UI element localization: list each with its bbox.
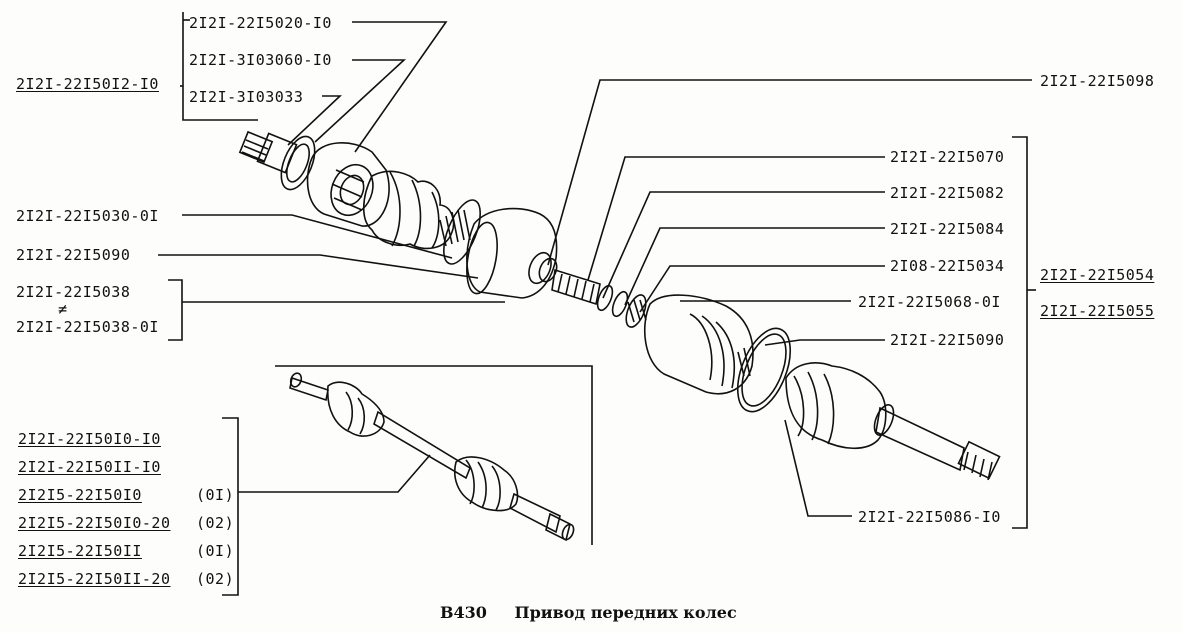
part-label: 2I2I-3I03060-I0 xyxy=(189,51,332,69)
assembly-part: 2I2I5-22I50I0-20 xyxy=(18,514,171,532)
part-label: 2I2I-22I5090 xyxy=(16,246,131,264)
assembly-note: (02) xyxy=(196,570,235,588)
assembly-note: (0I) xyxy=(196,486,235,504)
assembly-note: (02) xyxy=(196,514,235,532)
part-label: 2I2I-22I5084 xyxy=(890,220,1005,238)
part-label: 2I2I-22I5038 xyxy=(16,283,131,301)
part-label: 2I2I-22I5068-0I xyxy=(858,293,1001,311)
not-equal-sign: ≠ xyxy=(58,300,68,318)
part-label: 2I2I-22I5055 xyxy=(1040,302,1155,320)
assembly-part: 2I2I5-22I50II-20 xyxy=(18,570,171,588)
part-label: 2I2I-22I5086-I0 xyxy=(858,508,1001,526)
part-label: 2I2I-22I5038-0I xyxy=(16,318,159,336)
part-label: 2I2I-3I03033 xyxy=(189,88,304,106)
part-label: 2I2I-22I50I2-I0 xyxy=(16,75,159,93)
assembly-part: 2I2I5-22I50II xyxy=(18,542,142,560)
figure-caption: B430 Привод передних колес xyxy=(440,603,737,622)
assembly-part: 2I2I5-22I50I0 xyxy=(18,486,142,504)
main-axle-parts xyxy=(238,130,1001,481)
leader-lines xyxy=(158,12,1036,596)
figure-code: B430 xyxy=(440,603,487,622)
part-label: 2I2I-22I5090 xyxy=(890,331,1005,349)
part-label: 2I2I-22I5054 xyxy=(1040,266,1155,284)
part-label: 2I2I-22I5098 xyxy=(1040,72,1155,90)
part-label: 2I2I-22I5082 xyxy=(890,184,1005,202)
assembly-part: 2I2I-22I50II-I0 xyxy=(18,458,161,476)
part-label: 2I2I-22I5070 xyxy=(890,148,1005,166)
part-label: 2I2I-22I5030-0I xyxy=(16,207,159,225)
assembly-note: (0I) xyxy=(196,542,235,560)
assembly-part: 2I2I-22I50I0-I0 xyxy=(18,430,161,448)
assembled-shaft xyxy=(289,372,575,542)
part-label: 2I08-22I5034 xyxy=(890,257,1005,275)
part-label: 2I2I-22I5020-I0 xyxy=(189,14,332,32)
figure-title: Привод передних колес xyxy=(514,603,737,622)
